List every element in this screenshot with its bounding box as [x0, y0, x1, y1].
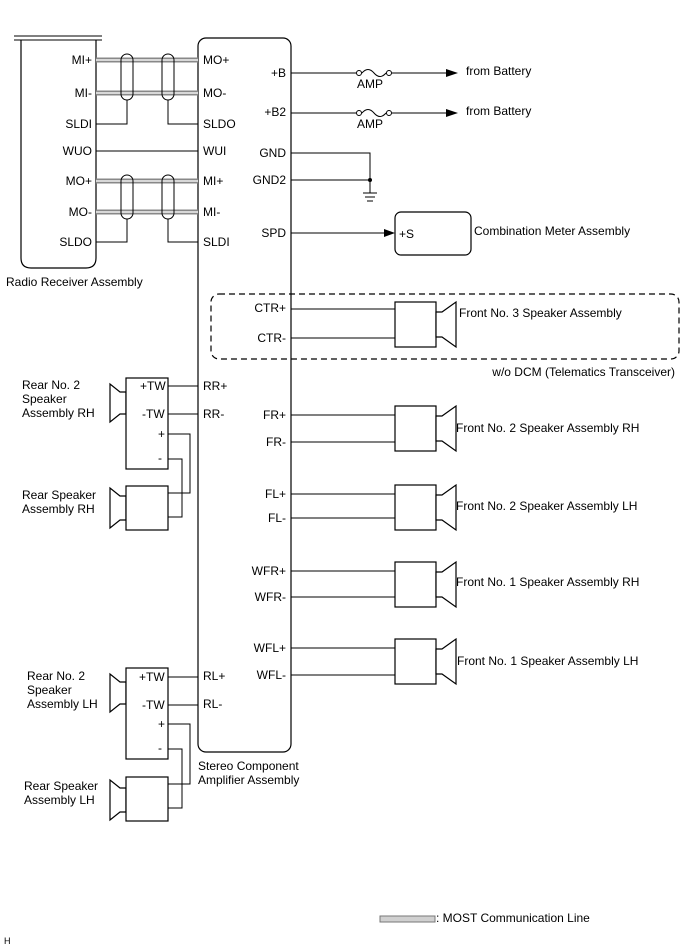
meter-pin-s: +S: [399, 227, 414, 241]
corner-mark: H: [4, 936, 11, 946]
rear2-lh-pin-minus: -: [158, 741, 162, 755]
most-legend-label: : MOST Communication Line: [436, 911, 590, 925]
shield-ovals: [120, 53, 175, 220]
amp-pin-fl-minus: FL-: [268, 511, 286, 525]
radio-pin-mi-plus: MI+: [72, 53, 92, 67]
amp-pin-rr-minus: RR-: [203, 407, 224, 421]
rear2-lh-label-3: Assembly LH: [27, 697, 98, 711]
amp-pin-mi-minus: MI-: [203, 205, 220, 219]
radio-pin-mo-minus: MO-: [69, 205, 92, 219]
front1-rh-label: Front No. 1 Speaker Assembly RH: [456, 575, 639, 589]
front3-label: Front No. 3 Speaker Assembly: [459, 306, 622, 320]
amp-pin-rr-plus: RR+: [203, 379, 227, 393]
rear2-rh-label-3: Assembly RH: [22, 406, 95, 420]
amp-pin-fl-plus: FL+: [265, 487, 286, 501]
amp-pin-mo-plus: MO+: [203, 53, 229, 67]
amp-pin-rl-minus: RL-: [203, 697, 222, 711]
front1-lh-speaker: [291, 637, 457, 686]
rear-rh-label-1: Rear Speaker: [22, 488, 96, 502]
dcm-dashed-frame: [210, 293, 680, 360]
radio-pin-wuo: WUO: [63, 144, 92, 158]
power-line-b2: [291, 109, 458, 117]
rear2-rh-pin-minus: -: [158, 451, 162, 465]
amplifier-box: [197, 37, 292, 753]
radio-pin-sldi: SLDI: [65, 117, 92, 131]
rear2-lh-label-1: Rear No. 2: [27, 669, 85, 683]
rear2-lh-label-2: Speaker: [27, 683, 72, 697]
amp-pin-sldi: SLDI: [203, 235, 230, 249]
radio-receiver-box: [20, 40, 97, 269]
combination-meter-box: [394, 211, 472, 256]
amp-pin-fr-minus: FR-: [266, 435, 286, 449]
radio-pin-mi-minus: MI-: [75, 86, 92, 100]
rear2-rh-pin-mtw: -TW: [142, 407, 165, 421]
amp-pin-wfl-plus: WFL+: [254, 641, 286, 655]
radio-pin-sldo: SLDO: [59, 235, 92, 249]
rear2-lh-tweeter: [109, 667, 198, 809]
most-lines: [96, 57, 198, 215]
amp-pin-b: +B: [271, 66, 286, 80]
rear-lh-label-1: Rear Speaker: [24, 779, 98, 793]
front2-lh-label: Front No. 2 Speaker Assembly LH: [456, 499, 637, 513]
ground-symbol: [291, 152, 377, 202]
fuse-label-amp-2: AMP: [357, 117, 383, 131]
radio-receiver-label: Radio Receiver Assembly: [6, 275, 143, 289]
shield-drain-wires: [96, 100, 198, 243]
rear2-rh-pin-plus: +: [158, 427, 165, 441]
battery-label-2: from Battery: [466, 104, 531, 118]
amp-pin-mi-plus: MI+: [203, 174, 223, 188]
rear-rh-label-2: Assembly RH: [22, 502, 95, 516]
rear2-lh-pin-plus: +: [158, 717, 165, 731]
amp-pin-sldo: SLDO: [203, 117, 236, 131]
amp-pin-mo-minus: MO-: [203, 86, 226, 100]
front1-rh-speaker: [291, 560, 457, 609]
rear-lh-speaker: [109, 776, 169, 822]
battery-label-1: from Battery: [466, 64, 531, 78]
amp-pin-wfl-minus: WFL-: [257, 668, 286, 682]
rear2-lh-pin-mtw: -TW: [142, 698, 165, 712]
rear2-lh-pin-ptw: +TW: [139, 670, 165, 684]
radio-pin-mo-plus: MO+: [66, 174, 92, 188]
amp-pin-wfr-plus: WFR+: [252, 564, 286, 578]
rear-lh-label-2: Assembly LH: [24, 793, 95, 807]
dcm-condition-label: w/o DCM (Telematics Transceiver): [491, 365, 675, 379]
amplifier-label-line2: Amplifier Assembly: [198, 773, 299, 787]
spd-arrow: [384, 229, 395, 237]
rear2-rh-label-2: Speaker: [22, 392, 67, 406]
amp-pin-gnd2: GND2: [253, 173, 287, 187]
front2-lh-speaker: [291, 483, 457, 532]
rear2-rh-label-1: Rear No. 2: [22, 378, 80, 392]
front2-rh-label: Front No. 2 Speaker Assembly RH: [456, 421, 639, 435]
rear2-rh-tweeter: [109, 377, 198, 518]
amp-pin-spd: SPD: [261, 226, 286, 240]
front3-speaker: [291, 300, 457, 349]
fuse-label-amp-1: AMP: [357, 77, 383, 91]
amp-pin-b2: +B2: [264, 105, 286, 119]
rear-rh-speaker: [109, 485, 169, 531]
combination-meter-label: Combination Meter Assembly: [474, 224, 630, 238]
amp-pin-wfr-minus: WFR-: [255, 590, 286, 604]
front2-rh-speaker: [291, 404, 457, 453]
amp-pin-wui: WUI: [203, 144, 226, 158]
rear2-rh-pin-ptw: +TW: [140, 379, 166, 393]
amp-pin-rl-plus: RL+: [203, 669, 225, 683]
amp-pin-fr-plus: FR+: [263, 408, 286, 422]
power-line-b: [291, 69, 458, 77]
amp-pin-ctr-minus: CTR-: [257, 331, 286, 345]
amplifier-label-line1: Stereo Component: [198, 759, 299, 773]
amp-pin-gnd: GND: [259, 146, 286, 160]
most-legend-swatch: [379, 915, 436, 923]
amp-pin-ctr-plus: CTR+: [254, 301, 286, 315]
front1-lh-label: Front No. 1 Speaker Assembly LH: [457, 654, 638, 668]
